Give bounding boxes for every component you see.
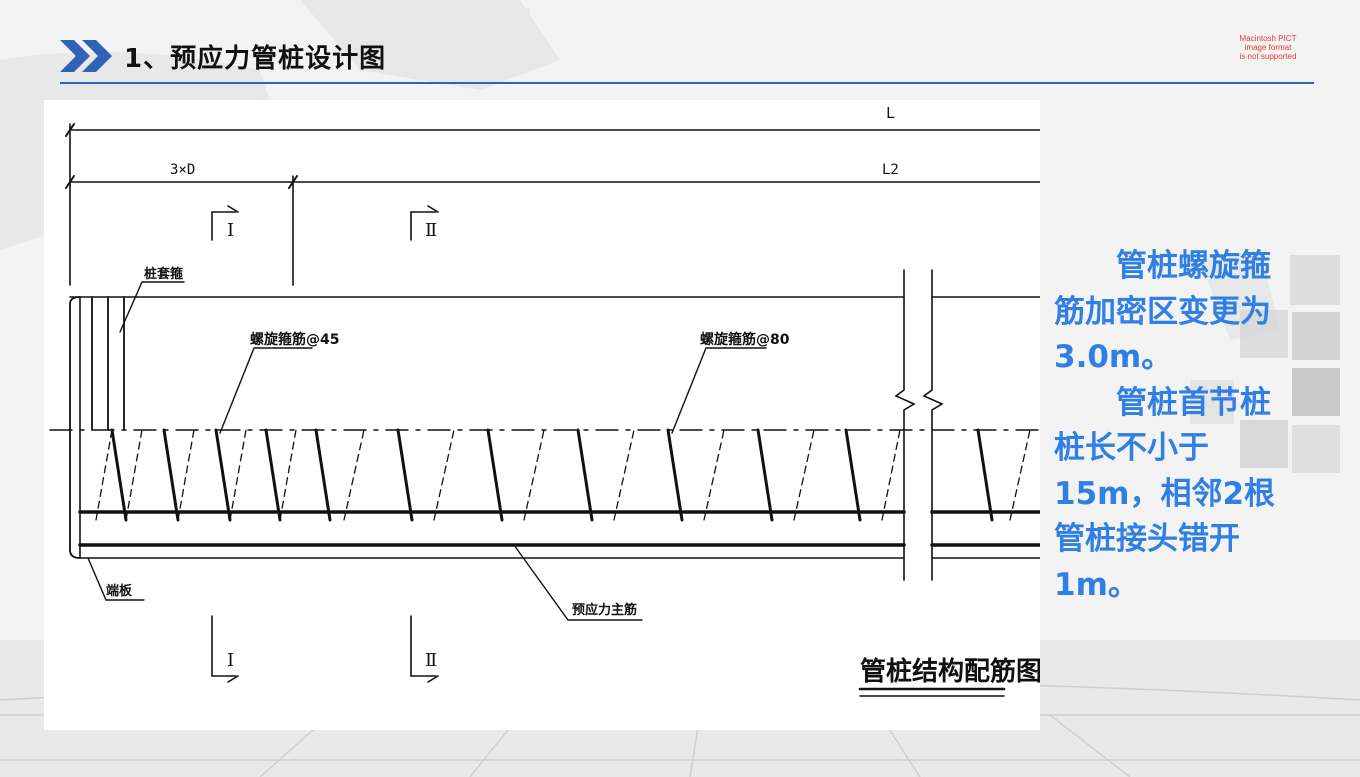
double-chevron-icon — [60, 40, 112, 72]
drawing-canvas: L 3×D L2 I Ⅱ I Ⅱ 桩套箍 螺旋箍筋@45 螺旋箍筋@80 端板 … — [49, 104, 1040, 697]
label-l: L — [886, 104, 895, 122]
note-first-segment: 管桩首节桩桩长不小于15m，相邻2根管桩接头错开1m。 — [1054, 384, 1276, 603]
note-spiral-zone: 管桩螺旋箍筋加密区变更为3.0m。 — [1054, 248, 1271, 375]
section-marker-top — [211, 205, 439, 241]
drawing-caption: 管桩结构配筋图 — [860, 656, 1040, 687]
section-marker-bottom — [211, 615, 439, 683]
leader-main-bar — [513, 544, 643, 621]
leader-spiral-45 — [219, 347, 313, 434]
spiral-hoops-normal — [396, 428, 994, 522]
unsupported-image-placeholder: Macintosh PICT image format is not suppo… — [1239, 34, 1297, 61]
design-notes: 管桩螺旋箍筋加密区变更为3.0m。 管桩首节桩桩长不小于15m，相邻2根管桩接头… — [1054, 244, 1294, 608]
label-end-plate: 端板 — [106, 583, 133, 599]
leader-hoop — [119, 281, 185, 333]
break-line-left — [894, 269, 916, 581]
label-spiral-45: 螺旋箍筋@45 — [250, 331, 339, 348]
label-l2: L2 — [882, 162, 899, 178]
break-line-right — [922, 269, 944, 581]
leader-end-plate — [87, 557, 145, 601]
section-label-i-top: I — [227, 220, 234, 241]
spiral-hoops-dense — [110, 428, 332, 522]
section-label-ii-top: Ⅱ — [425, 220, 437, 241]
leader-spiral-80 — [671, 347, 767, 434]
label-spiral-80: 螺旋箍筋@80 — [700, 331, 790, 348]
pile-reinforcement-drawing: L 3×D L2 I Ⅱ I Ⅱ 桩套箍 螺旋箍筋@45 螺旋箍筋@80 端板 … — [44, 100, 1040, 730]
section-label-i-bottom: I — [227, 650, 234, 671]
label-hoop: 桩套箍 — [144, 266, 183, 282]
label-3xd: 3×D — [170, 162, 195, 178]
page-title: 1、预应力管桩设计图 — [124, 44, 387, 74]
pile-end — [69, 296, 81, 559]
slide-header: 1、预应力管桩设计图 — [60, 36, 1314, 84]
section-label-ii-bottom: Ⅱ — [425, 650, 437, 671]
spiral-hoops-hidden — [95, 429, 1031, 521]
label-main-bar: 预应力主筋 — [572, 602, 637, 618]
title-underline — [60, 82, 1314, 84]
